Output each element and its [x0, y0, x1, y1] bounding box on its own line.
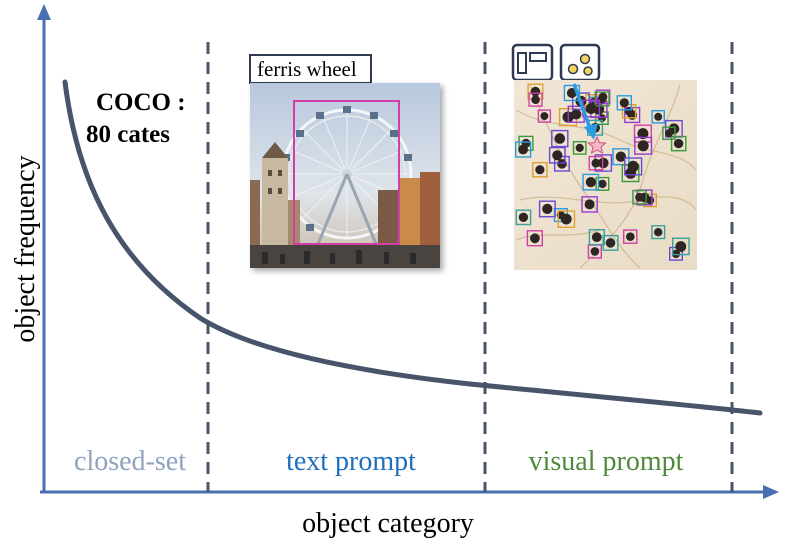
cell [518, 212, 529, 222]
ferris-wheel-caption: ferris wheel [257, 57, 357, 81]
cell [626, 232, 635, 241]
cell [540, 112, 549, 121]
long-tail-curve [62, 79, 763, 416]
cell-bounding-box [634, 136, 653, 155]
cell-bounding-box [588, 228, 606, 246]
cell-bounding-box [557, 210, 576, 228]
coco-categories: 80 cates [86, 121, 170, 148]
city-buildings [250, 142, 440, 268]
cell [624, 107, 634, 116]
cell-bounding-box [651, 109, 665, 124]
cell-bounding-box [632, 189, 647, 205]
cell-bounding-box [563, 84, 581, 102]
detected-cells [515, 83, 690, 261]
cell [675, 241, 687, 252]
cell-bounding-box [670, 135, 687, 152]
prompt-arrowhead [584, 123, 598, 140]
cell [615, 151, 627, 162]
x-axis-arrowhead [763, 485, 779, 499]
cell [585, 103, 597, 114]
cell-bounding-box [651, 225, 666, 240]
cell [591, 232, 602, 243]
cell [673, 138, 684, 149]
cell [575, 143, 584, 152]
cell [560, 213, 572, 225]
cell [554, 133, 566, 144]
cell-bounding-box [537, 109, 552, 123]
y-axis-arrowhead [37, 4, 51, 20]
cell-bounding-box [528, 92, 543, 107]
ferris-wheel-bounding-box [293, 100, 400, 245]
cell [542, 203, 553, 214]
cell [530, 86, 541, 97]
cell [665, 129, 673, 138]
cell [654, 228, 663, 237]
prompt-arrow [572, 83, 593, 132]
cell [566, 88, 577, 98]
cell-bounding-box [623, 229, 638, 244]
cell [654, 112, 663, 121]
cell [535, 165, 545, 175]
ferris-wheel-example: ferris wheel [249, 54, 440, 268]
cell [571, 109, 582, 120]
region-closed-set: closed-set [74, 446, 186, 477]
cell-bounding-box [624, 106, 641, 124]
cell [635, 192, 644, 202]
cell [671, 249, 681, 259]
y-axis-label: object frequency [10, 155, 41, 342]
cell-bounding-box [621, 103, 637, 119]
cell-bounding-box [588, 155, 604, 171]
cell-bounding-box [616, 95, 632, 111]
cell [518, 144, 528, 155]
star-marker-icon [587, 135, 607, 154]
microscopy-image [514, 80, 697, 270]
ferris-wheel-illustration [280, 106, 414, 245]
cell-bounding-box [662, 126, 676, 140]
cell-bounding-box [594, 91, 610, 107]
cell-bounding-box [515, 141, 532, 158]
cell-bounding-box [612, 148, 630, 166]
cell-bounding-box [548, 146, 566, 164]
cell-bounding-box [595, 176, 610, 191]
caption-box [249, 54, 372, 84]
cell [590, 247, 600, 256]
cell [637, 128, 649, 140]
cell [627, 160, 639, 172]
cell-bounding-box [526, 230, 544, 247]
cell [530, 233, 540, 244]
cell [591, 158, 601, 168]
prompt-word: prompt [603, 446, 684, 477]
region-text-prompt: text prompt [286, 446, 416, 477]
cell [619, 98, 629, 108]
cell-bounding-box [572, 140, 587, 155]
cell [552, 150, 563, 161]
cell-bounding-box [624, 157, 643, 176]
cell [585, 177, 596, 188]
cell [605, 238, 616, 248]
box-layout-icon [511, 43, 554, 82]
cell [531, 95, 540, 104]
cell [637, 140, 649, 152]
cell-bounding-box [515, 209, 532, 226]
cell-bounding-box [581, 196, 598, 213]
cell-bounding-box [551, 129, 569, 148]
cell [598, 179, 607, 189]
cell-bounding-box [532, 161, 548, 178]
x-axis-label: object category [302, 508, 474, 539]
cell-bounding-box [672, 237, 690, 256]
point-prompt-icon [559, 43, 601, 82]
cell [584, 199, 595, 210]
coco-label: COCO : [96, 89, 186, 116]
visual-prompt-example [511, 43, 697, 270]
cell-bounding-box [582, 173, 600, 191]
cell-bounding-box [538, 200, 556, 218]
cell-bounding-box [602, 234, 619, 251]
visual-word: visual [529, 446, 596, 477]
